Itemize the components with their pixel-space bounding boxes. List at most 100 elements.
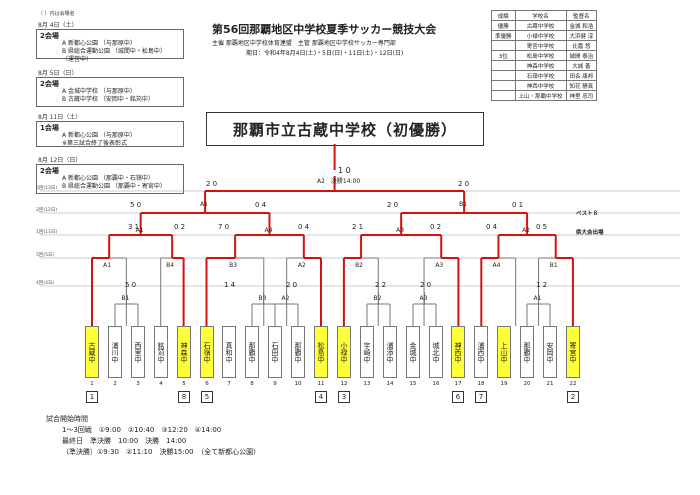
- start-times-title: 試合開始時間: [46, 415, 88, 423]
- score-text: 2 0: [458, 180, 469, 188]
- round-label: 1回(11日): [36, 229, 57, 235]
- team-number: 17: [454, 381, 462, 387]
- score-text: 2 0: [286, 281, 297, 289]
- score-text: A4: [264, 227, 272, 234]
- team-number: 10: [294, 381, 302, 387]
- tournament-title: 第56回那覇地区中学校夏季サッカー競技大会: [212, 23, 437, 36]
- schedule-date: 8月 4日（土）: [38, 22, 78, 29]
- score-text: B3: [229, 262, 237, 269]
- score-text: 0 4: [298, 223, 310, 231]
- schedule-line: A 新都心公園 （与那原中）: [62, 40, 136, 47]
- seed-badge: 8: [178, 391, 190, 403]
- team-box: 西里中: [131, 326, 145, 378]
- team-box: 浦添中: [383, 326, 397, 378]
- schedule-line: A 新都心公園 （那覇中・石嶺中）: [62, 175, 154, 182]
- team-box: 小禄中: [337, 326, 351, 378]
- team-number: 15: [409, 381, 417, 387]
- round-label: 4回(4日): [36, 280, 54, 286]
- schedule-line: A 新都心公園 （与那原中）: [62, 132, 136, 139]
- team-box: 石田中: [268, 326, 282, 378]
- team-number: 6: [205, 381, 209, 387]
- score-text: B2: [355, 262, 363, 269]
- team-box: 銘苅中: [154, 326, 168, 378]
- score-text: B1: [550, 262, 558, 269]
- score-text: B3: [259, 295, 267, 302]
- final-score: 1 0: [338, 166, 351, 175]
- team-box: 金城中: [406, 326, 420, 378]
- schedule-date: 8月 5日（日）: [38, 70, 78, 77]
- team-number: 9: [273, 381, 277, 387]
- team-number: 20: [523, 381, 531, 387]
- start-times-line1: 1～3回戦 ①9:00 ②10:40 ③12:20 ④14:00: [62, 426, 222, 434]
- score-text: 0 5: [536, 223, 547, 231]
- schedule-line: （運営中）: [62, 56, 93, 63]
- seed-badge: 7: [475, 391, 487, 403]
- score-text: 5 0: [125, 281, 136, 289]
- schedule-line: B 県総合運動公園 （那覇中・寄宮中）: [62, 183, 166, 190]
- team-number: 1: [90, 381, 94, 387]
- team-number: 19: [500, 381, 508, 387]
- team-number: 22: [569, 381, 577, 387]
- score-text: A3: [396, 227, 404, 234]
- start-times-line2: 最終日 準決勝 10:00 決勝 14:00: [62, 437, 187, 445]
- team-number: 13: [363, 381, 371, 387]
- team-box: 那覇中: [245, 326, 259, 378]
- schedule-venue: 1会場: [40, 124, 59, 132]
- team-number: 2: [113, 381, 117, 387]
- schedule-date: 8月 11日（土）: [38, 114, 82, 121]
- start-times-line3: （準決勝）①9:30 ②11:10 決勝15:00 （全て新都心公園）: [62, 448, 261, 456]
- score-text: 1 4: [224, 281, 236, 289]
- schedule-venue: 2会場: [40, 32, 59, 40]
- team-number: 16: [432, 381, 440, 387]
- schedule-line: B 古蔵中学校 （安岡中・銘苅中）: [62, 96, 154, 103]
- score-text: 0 2: [430, 223, 441, 231]
- team-box: 上山中: [497, 326, 511, 378]
- schedule-line: B 県総合運動公園 （城間中・松島中）: [62, 48, 166, 55]
- score-text: 2 1: [352, 223, 363, 231]
- team-number: 12: [340, 381, 348, 387]
- team-box: 神森中: [177, 326, 191, 378]
- score-text: 2 0: [206, 180, 217, 188]
- score-text: 0 4: [255, 201, 267, 209]
- schedule-venue: 2会場: [40, 167, 59, 175]
- team-number: 7: [227, 381, 231, 387]
- team-box: 松島中: [314, 326, 328, 378]
- kenban-label: 県大会出場: [576, 230, 604, 236]
- score-text: A2: [298, 262, 306, 269]
- team-box: 浦川中: [108, 326, 122, 378]
- team-box: 神西中: [451, 326, 465, 378]
- results-row: 準優勝小禄中学校大浜健 淳: [491, 30, 598, 41]
- team-box: 那覇中: [520, 326, 534, 378]
- team-box: 石嶺中: [200, 326, 214, 378]
- score-text: A1: [103, 262, 111, 269]
- period-text: 期日：令和4年8月4日(土)・5日(日)・11日(土)・12日(日): [246, 50, 404, 57]
- team-box: 城北中: [429, 326, 443, 378]
- score-text: A4: [492, 262, 500, 269]
- team-box: 寄宮中: [566, 326, 580, 378]
- seed-badge: 5: [201, 391, 213, 403]
- schedule-line: A 金城中学校 （与那原中）: [62, 88, 136, 95]
- schedule-date: 8月 12日（日）: [38, 157, 82, 164]
- score-text: B1: [459, 201, 467, 208]
- best8-label: ベスト８: [576, 211, 599, 217]
- score-text: 0 4: [486, 223, 498, 231]
- results-cell: 上山・那覇中学校: [514, 90, 567, 101]
- team-number: 18: [477, 381, 485, 387]
- score-text: A1: [534, 295, 542, 302]
- score-text: 2 0: [387, 201, 398, 209]
- score-text: 2 2: [375, 281, 386, 289]
- seed-badge: 6: [452, 391, 464, 403]
- team-box: 古蔵中: [85, 326, 99, 378]
- final-label: A2 決勝14:00: [317, 178, 361, 185]
- score-text: B4: [166, 262, 174, 269]
- team-box: 那覇中: [291, 326, 305, 378]
- team-box: 真和中: [222, 326, 236, 378]
- seed-badge: 1: [86, 391, 98, 403]
- seed-badge: 2: [567, 391, 579, 403]
- round-label: 2回(12日): [36, 207, 57, 213]
- score-text: 7 0: [218, 223, 229, 231]
